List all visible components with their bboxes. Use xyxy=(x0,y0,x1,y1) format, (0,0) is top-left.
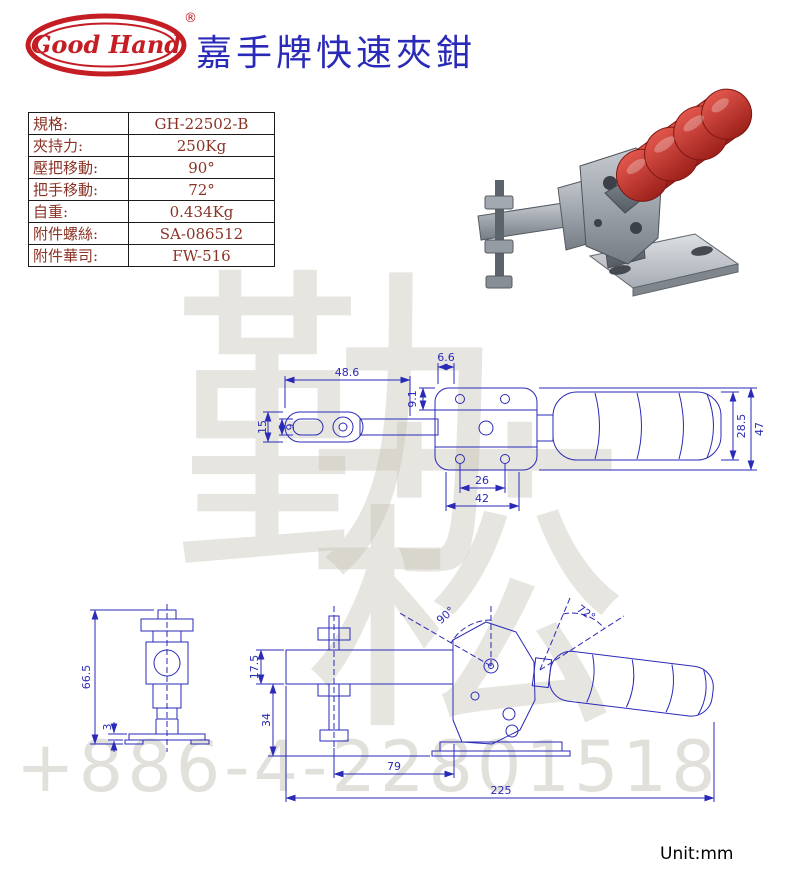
spec-value: 72° xyxy=(128,178,275,201)
spec-label: 附件螺絲: xyxy=(28,222,129,245)
dim-overall-height: 66.5 xyxy=(80,665,93,690)
dim-plate-width: 42 xyxy=(475,492,489,505)
spec-label: 自重: xyxy=(28,200,129,223)
dim-grip-dia: 28.5 xyxy=(735,414,748,439)
spec-row: 夾持力: 250Kg xyxy=(28,134,275,157)
unit-label: Unit:mm xyxy=(660,844,734,864)
logo-outer-ring xyxy=(25,13,187,77)
dim-mount-offset: 6.6 xyxy=(437,351,455,364)
spec-row: 附件螺絲: SA-086512 xyxy=(28,222,275,245)
spec-label: 規格: xyxy=(28,112,129,135)
brand-text: Good Hand xyxy=(31,30,181,59)
spec-value: FW-516 xyxy=(128,244,275,267)
brand-logo: Good Hand ® xyxy=(25,11,196,77)
dim-overall-width: 47 xyxy=(753,422,766,436)
spec-label: 壓把移動: xyxy=(28,156,129,179)
spec-row: 壓把移動: 90° xyxy=(28,156,275,179)
spec-table: 規格: GH-22502-B 夾持力: 250Kg 壓把移動: 90° 把手移動… xyxy=(28,112,275,267)
side-view-part xyxy=(285,606,714,757)
clamp-3d-render xyxy=(477,88,753,297)
registered-mark: ® xyxy=(184,11,196,26)
side-view-annotations: 90° 72° xyxy=(397,597,625,671)
front-view-part xyxy=(124,604,210,752)
dim-slot-width: 9 xyxy=(284,424,297,431)
top-view-part xyxy=(284,387,722,471)
clamp-handle-3d xyxy=(615,88,753,202)
dim-overall-length: 225 xyxy=(491,784,512,797)
front-view-dimensions: 66.5 3 xyxy=(80,609,154,752)
spec-value: SA-086512 xyxy=(128,222,275,245)
dim-body-drop: 34 xyxy=(260,713,273,727)
clamp-spindle-3d xyxy=(484,180,514,289)
spec-label: 夾持力: xyxy=(28,134,129,157)
front-view-drawing: 66.5 3 xyxy=(80,604,210,752)
dim-base-length: 79 xyxy=(387,760,401,773)
spec-row: 自重: 0.434Kg xyxy=(28,200,275,223)
logo-inner-ring xyxy=(36,22,176,68)
dim-arm-length: 48.6 xyxy=(335,366,360,379)
dim-rise: 9.1 xyxy=(406,390,419,408)
top-view-dimensions: 48.6 6.6 9.1 15 9 28.5 47 26 42 xyxy=(256,351,766,511)
spec-value: 0.434Kg xyxy=(128,200,275,223)
top-view-drawing: 48.6 6.6 9.1 15 9 28.5 47 26 42 xyxy=(256,351,766,511)
spec-value: GH-22502-B xyxy=(128,112,275,135)
dim-handle-angle: 72° xyxy=(574,602,597,624)
side-view-drawing: 90° 72° 17.5 34 79 225 xyxy=(248,597,715,802)
dim-arm-height: 17.5 xyxy=(248,655,261,680)
dim-fork-width: 15 xyxy=(256,420,269,434)
spec-value: 250Kg xyxy=(128,134,275,157)
spec-row: 把手移動: 72° xyxy=(28,178,275,201)
spec-label: 附件華司: xyxy=(28,244,129,267)
dim-base-thickness: 3 xyxy=(101,724,114,731)
dim-press-angle: 90° xyxy=(434,604,457,627)
page-title: 嘉手牌快速夾鉗 xyxy=(196,33,477,74)
spec-label: 把手移動: xyxy=(28,178,129,201)
clamp-base-3d xyxy=(588,233,740,297)
spec-row: 規格: GH-22502-B xyxy=(28,112,275,135)
spec-value: 90° xyxy=(128,156,275,179)
dim-hole-spacing: 26 xyxy=(475,474,489,487)
side-view-dimensions: 17.5 34 79 225 xyxy=(248,649,715,802)
spec-row: 附件華司: FW-516 xyxy=(28,244,275,267)
